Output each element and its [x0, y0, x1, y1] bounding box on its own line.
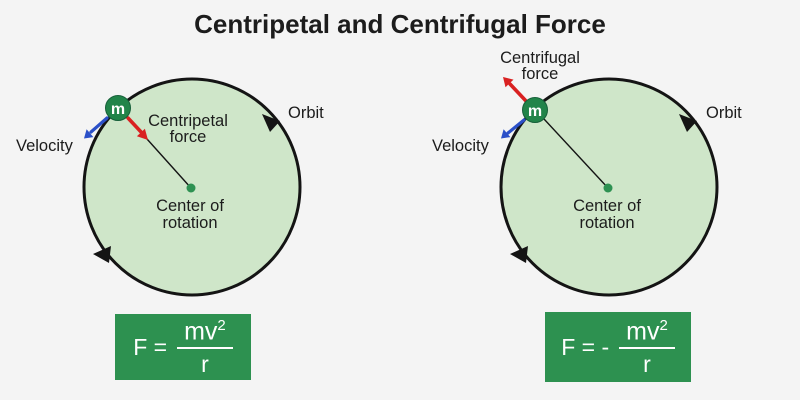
- centrifugal-formula-box: F = - mv2 r: [545, 312, 691, 382]
- left-centripetal-arrow-icon: [126, 116, 144, 135]
- right-mass-circle: [522, 97, 548, 123]
- formula-fraction: mv2 r: [619, 318, 675, 376]
- fraction-bar: [177, 347, 233, 350]
- left-centripetal-arrowhead-icon: [136, 128, 148, 140]
- left-velocity-arrow-icon: [89, 116, 109, 134]
- left-velocity-arrowhead-icon: [84, 129, 94, 139]
- formula-prefix: F = -: [561, 333, 610, 360]
- left-center-label-line2: rotation: [162, 214, 217, 232]
- right-center-label-line2: rotation: [579, 214, 634, 232]
- fraction-bar: [619, 347, 675, 350]
- left-mass-circle: [105, 95, 131, 121]
- numerator-base: mv: [184, 317, 218, 346]
- formula-denominator: r: [201, 351, 209, 378]
- right-orbit-label: Orbit: [706, 104, 742, 122]
- numerator-exponent: 2: [659, 316, 668, 334]
- formula-fraction: mv2 r: [177, 318, 233, 376]
- right-center-dot: [603, 183, 613, 193]
- left-center-dot: [186, 183, 196, 193]
- formula-prefix: F =: [133, 333, 168, 360]
- right-velocity-label: Velocity: [432, 137, 490, 155]
- right-orbit-arrowhead-top-icon: [679, 114, 697, 132]
- right-velocity-arrow-icon: [506, 118, 526, 135]
- left-center-label-line1: Center of: [156, 197, 224, 215]
- page-title: Centripetal and Centrifugal Force: [194, 9, 606, 39]
- left-diagram: m Centripetal force Orbit Velocity Cente…: [16, 77, 324, 297]
- left-orbit-arrowhead-bottom-icon: [93, 246, 111, 263]
- right-radius-line: [543, 118, 609, 189]
- left-velocity-label: Velocity: [16, 137, 74, 155]
- formula-numerator: mv2: [177, 318, 233, 347]
- right-force-label-line2: force: [522, 65, 559, 83]
- right-centrifugal-arrowhead-icon: [503, 77, 514, 88]
- right-force-label-line1: Centrifugal: [500, 49, 580, 67]
- right-velocity-arrowhead-icon: [501, 129, 511, 139]
- left-orbit-label: Orbit: [288, 104, 324, 122]
- right-diagram: m Centrifugal force Orbit Velocity Cente…: [432, 49, 742, 297]
- left-radius-line: [146, 138, 192, 189]
- right-mass-label: m: [528, 103, 542, 120]
- right-center-label-line1: Center of: [573, 197, 641, 215]
- left-orbit-arrowhead-top-icon: [262, 114, 280, 132]
- left-force-label-line2: force: [170, 128, 207, 146]
- numerator-base: mv: [626, 317, 660, 346]
- right-centrifugal-arrow-icon: [508, 82, 528, 103]
- centripetal-formula-box: F = mv2 r: [115, 314, 251, 380]
- numerator-exponent: 2: [217, 316, 226, 334]
- right-orbit-arrowhead-bottom-icon: [510, 246, 528, 263]
- formula-denominator: r: [643, 351, 651, 378]
- formula-numerator: mv2: [619, 318, 675, 347]
- left-mass-label: m: [111, 101, 125, 118]
- left-force-label-line1: Centripetal: [148, 112, 228, 130]
